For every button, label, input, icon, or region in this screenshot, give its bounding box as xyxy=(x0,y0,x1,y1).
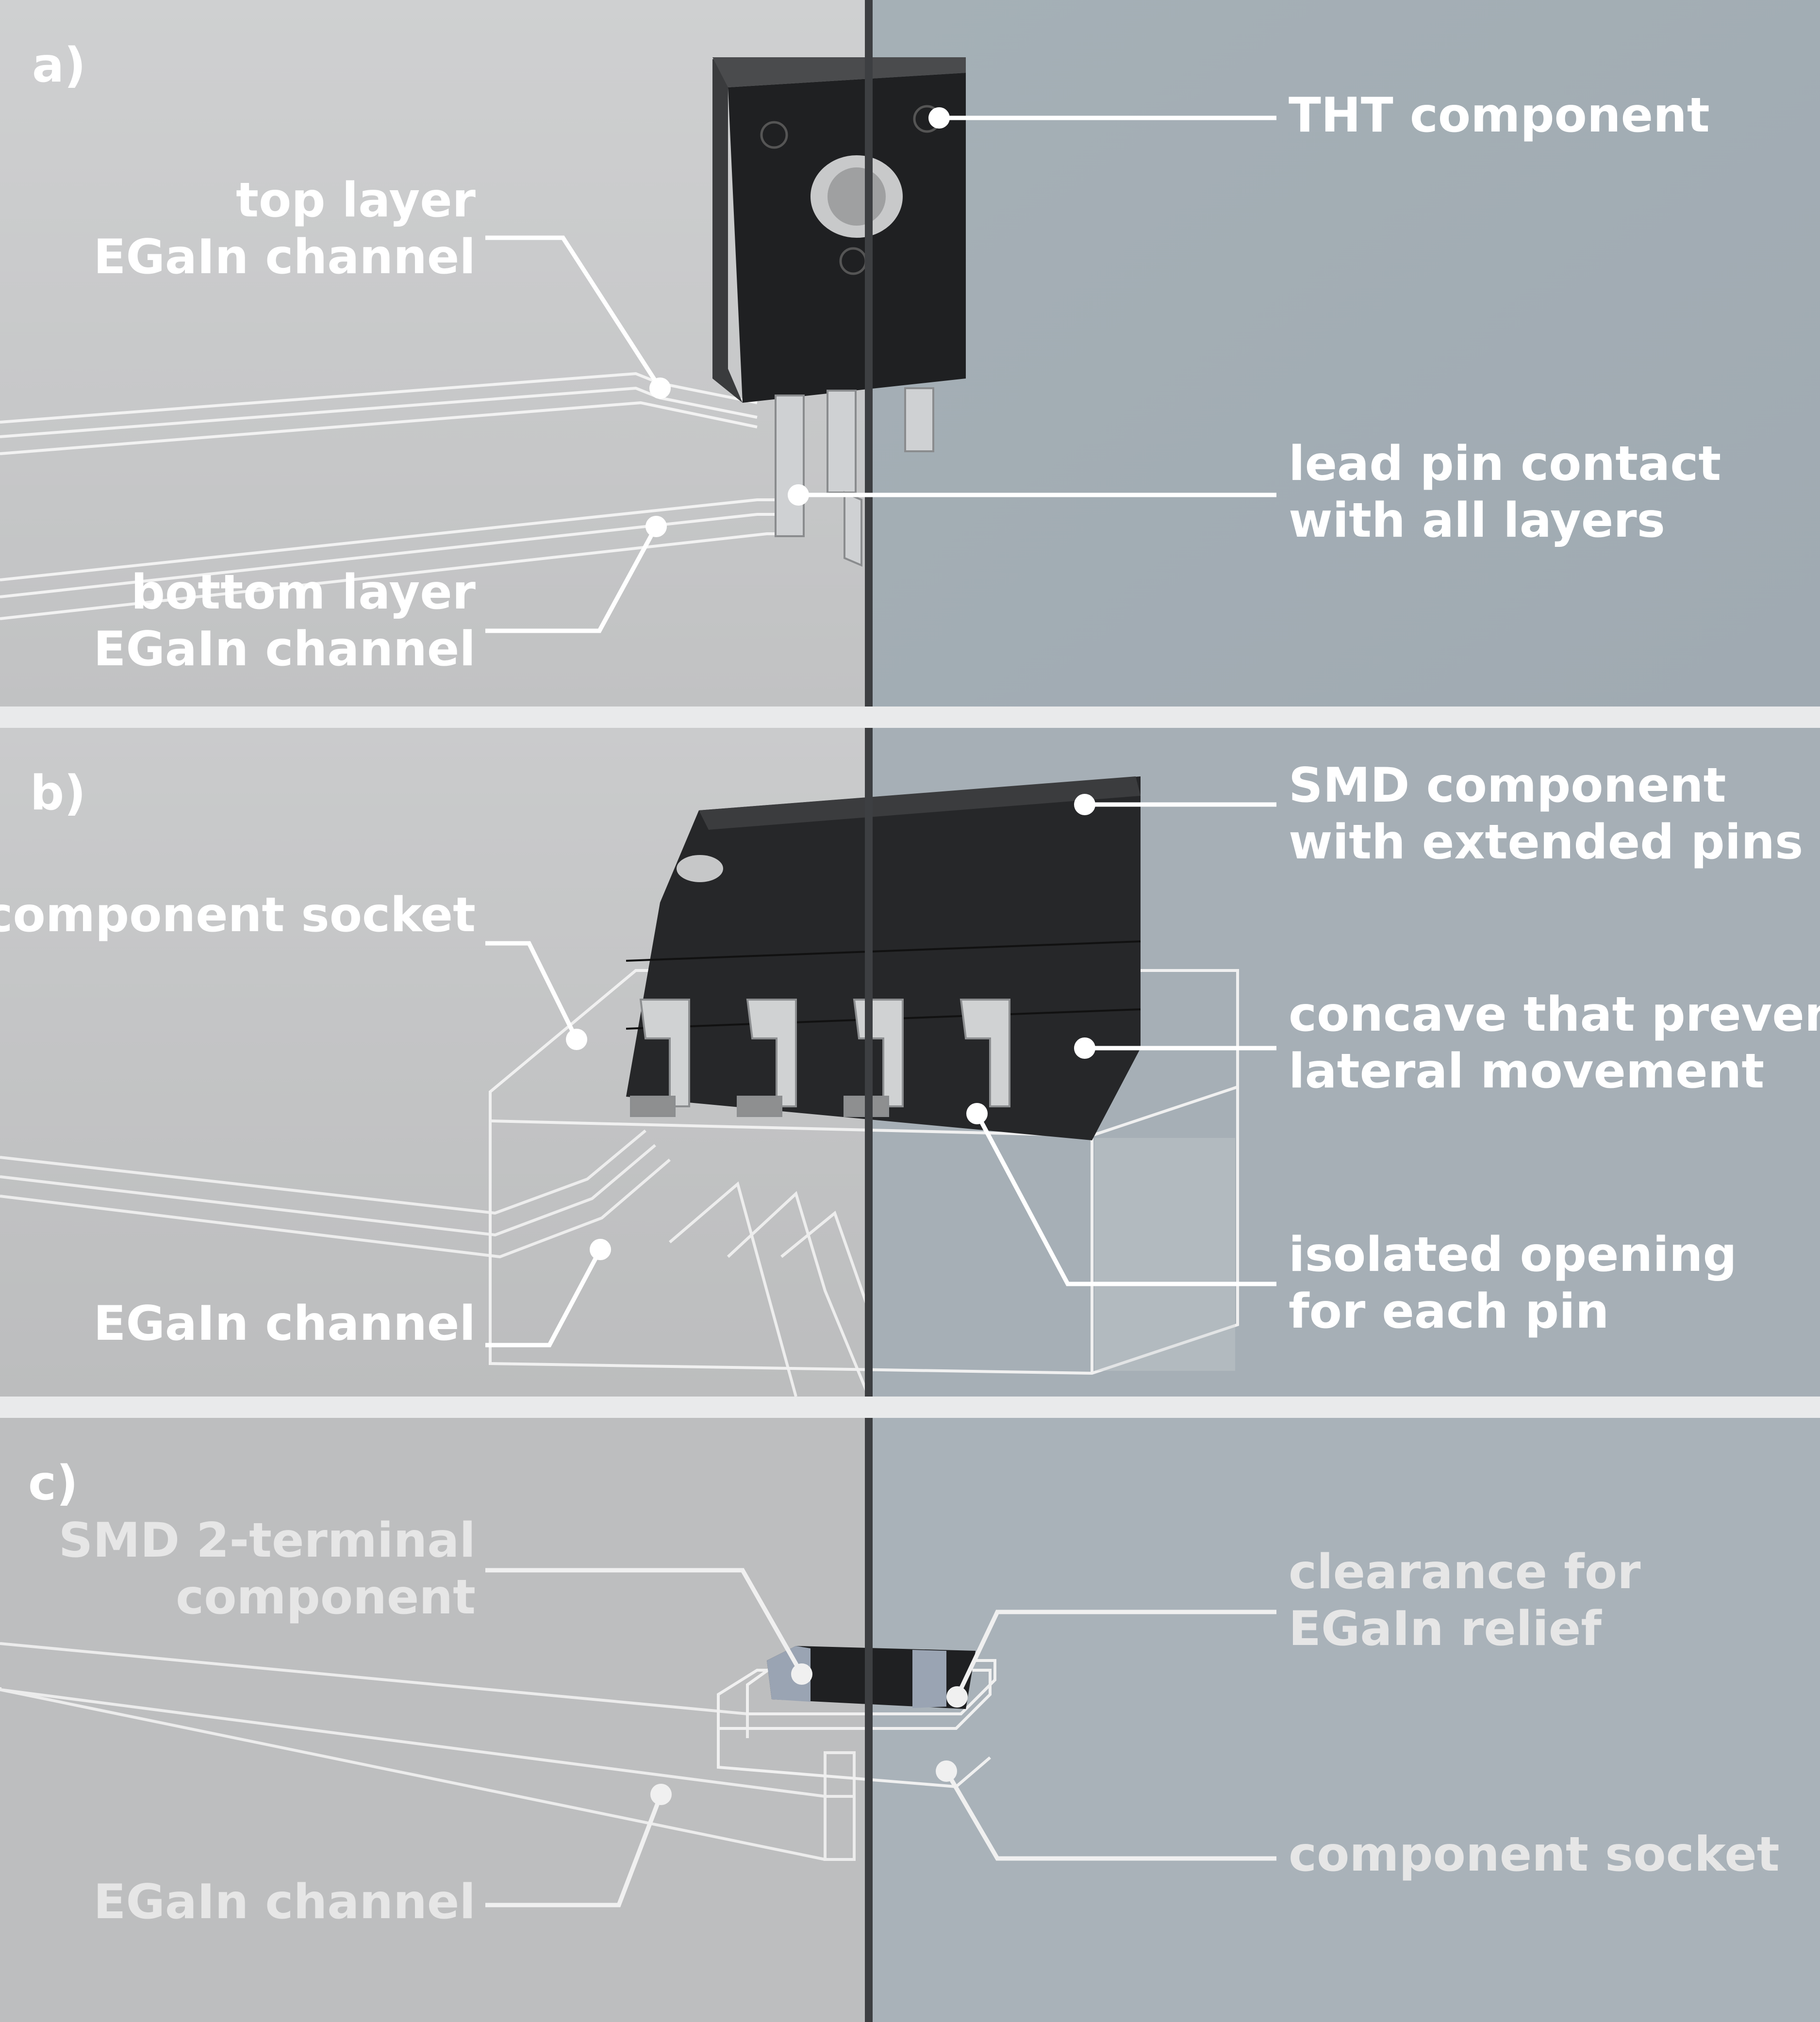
component-socket-label-c: component socket xyxy=(1289,1827,1780,1882)
smd-component-label-line2: with extended pins xyxy=(1289,815,1803,870)
panel-b-letter: b) xyxy=(30,766,86,821)
lead-pin-label: lead pin contact with all layers xyxy=(1289,436,1721,549)
smd2-component-label-line1: SMD 2-terminal xyxy=(58,1513,476,1568)
top-layer-label: top layer EGaIn channel xyxy=(94,172,476,286)
tht-pins xyxy=(775,387,934,567)
top-layer-label-line1: top layer xyxy=(236,173,476,228)
egain-channel-b xyxy=(0,1129,870,1397)
bottom-layer-label: bottom layer EGaIn channel xyxy=(94,564,476,678)
bottom-layer-label-line2: EGaIn channel xyxy=(93,622,476,677)
smd-component-body-b xyxy=(626,776,1141,1140)
clearance-label-line1: clearance for xyxy=(1289,1545,1641,1600)
tht-component-label: THT component xyxy=(1289,88,1710,143)
egain-channel-label-b: EGaIn channel xyxy=(93,1296,476,1351)
panel-a: a) THT component top layer EGaIn channel… xyxy=(0,0,1820,707)
clearance-label-line2: EGaIn relief xyxy=(1289,1601,1602,1657)
clearance-label: clearance for EGaIn relief xyxy=(1289,1544,1640,1658)
concave-label-line1: concave that prevents xyxy=(1289,987,1820,1042)
panel-a-letter: a) xyxy=(32,38,86,93)
isolated-opening-label-line1: isolated opening xyxy=(1289,1227,1737,1282)
component-socket-label-b: component socket xyxy=(0,888,476,943)
panel-c-illustration xyxy=(0,1418,1820,2022)
smd-component-label: SMD component with extended pins xyxy=(1289,757,1803,871)
panel-b-illustration xyxy=(0,728,1820,1397)
concave-label: concave that prevents lateral movement xyxy=(1289,986,1820,1100)
isolated-opening-label: isolated opening for each pin xyxy=(1289,1227,1737,1340)
lead-pin-label-line1: lead pin contact xyxy=(1289,436,1721,492)
concave-label-line2: lateral movement xyxy=(1289,1044,1765,1099)
tht-component-body xyxy=(712,57,966,403)
egain-channel-label-c: EGaIn channel xyxy=(93,1874,476,1930)
top-layer-label-line2: EGaIn channel xyxy=(93,230,476,285)
smd2-component-label-line2: component xyxy=(176,1570,476,1625)
bottom-layer-label-line1: bottom layer xyxy=(131,565,476,620)
panel-b: b) SMD component with extended pins comp… xyxy=(0,728,1820,1397)
panel-c-letter: c) xyxy=(28,1456,78,1511)
panel-c: c) SMD 2-terminal component clearance fo… xyxy=(0,1418,1820,2022)
lead-pin-label-line2: with all layers xyxy=(1289,493,1666,548)
smd-component-label-line1: SMD component xyxy=(1289,758,1726,813)
smd2-component-label: SMD 2-terminal component xyxy=(59,1512,476,1626)
isolated-opening-label-line2: for each pin xyxy=(1289,1284,1609,1339)
smd-pins-b xyxy=(630,999,1010,1117)
